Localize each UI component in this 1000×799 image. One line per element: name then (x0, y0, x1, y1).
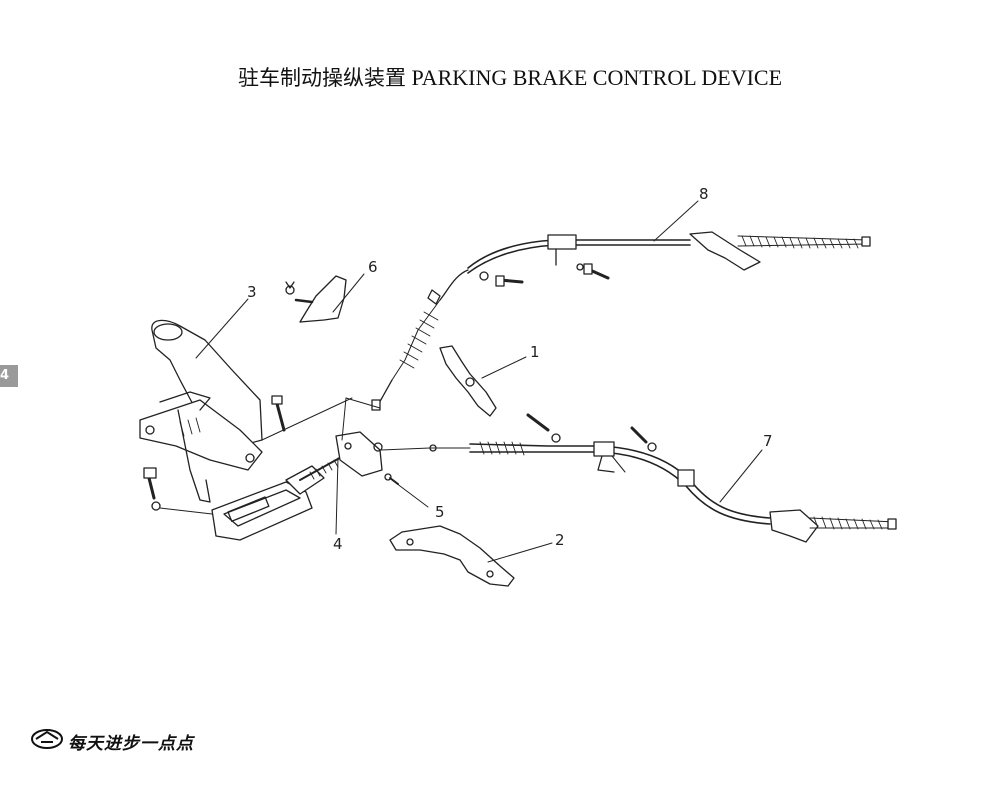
title-english: PARKING BRAKE CONTROL DEVICE (411, 65, 783, 90)
callout-1: 1 (530, 343, 540, 361)
switch-part-6 (285, 275, 347, 323)
bracket-part-1 (439, 345, 497, 417)
footer-slogan: 每天进步一点点 (68, 734, 194, 754)
callout-7: 7 (763, 432, 773, 450)
callout-3: 3 (247, 283, 257, 301)
callout-5: 5 (435, 503, 445, 521)
callout-6: 6 (368, 258, 378, 276)
cable-assembly-8 (371, 231, 871, 411)
leader-lines (195, 200, 763, 563)
callout-8: 8 (699, 185, 709, 203)
page-number-tab: 4 (0, 365, 18, 387)
callout-2: 2 (555, 531, 565, 549)
page-title: 驻车制动操纵装置 PARKING BRAKE CONTROL DEVICE (0, 62, 1000, 92)
bracket-part-2 (389, 525, 515, 587)
cable-assembly-7 (429, 413, 897, 543)
title-chinese: 驻车制动操纵装置 (237, 66, 406, 90)
brand-logo-icon (31, 729, 63, 749)
adjuster-assembly-4 (143, 397, 431, 541)
callout-4: 4 (333, 535, 343, 553)
lever-assembly-3 (139, 319, 353, 503)
